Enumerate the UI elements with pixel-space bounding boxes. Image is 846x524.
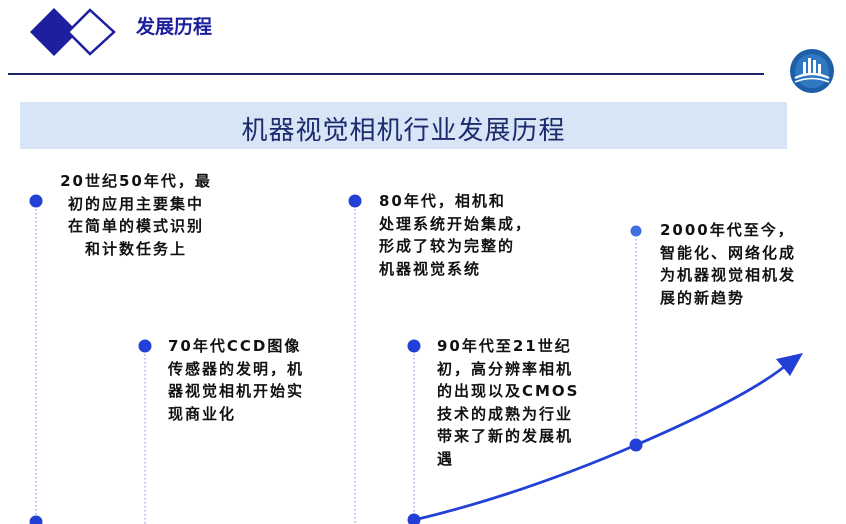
milestone-dot: [29, 194, 43, 208]
milestone-dot: [407, 339, 421, 353]
baseline-node: [29, 515, 43, 524]
double-diamond-icon: [30, 8, 116, 56]
milestone-dot: [138, 339, 152, 353]
milestone-dot: [630, 225, 642, 237]
curve-node: [629, 438, 643, 452]
trend-arrow-icon: [776, 353, 803, 376]
company-emblem-icon: [790, 49, 834, 93]
curve-node: [407, 513, 421, 524]
milestone-1970s: 70年代CCD图像 传感器的发明，机 器视觉相机开始实 现商业化: [168, 337, 305, 423]
milestone-dot: [348, 194, 362, 208]
header-divider: [8, 73, 764, 75]
section-banner: 机器视觉相机行业发展历程: [20, 102, 787, 149]
milestone-1950s: 20世纪50年代，最 初的应用主要集中 在简单的模式识别 和计数任务上: [60, 172, 212, 258]
banner-title: 机器视觉相机行业发展历程: [241, 116, 566, 146]
header-title: 发展历程: [136, 16, 213, 38]
milestone-2000s: 2000年代至今， 智能化、网络化成 为机器视觉相机发 展的新趋势: [660, 221, 797, 307]
milestone-1990s: 90年代至21世纪 初，高分辨率相机 的出现以及CMOS 技术的成熟为行业 带来…: [437, 337, 580, 468]
milestone-1980s: 80年代，相机和 处理系统开始集成， 形成了较为完整的 机器视觉系统: [379, 192, 533, 278]
